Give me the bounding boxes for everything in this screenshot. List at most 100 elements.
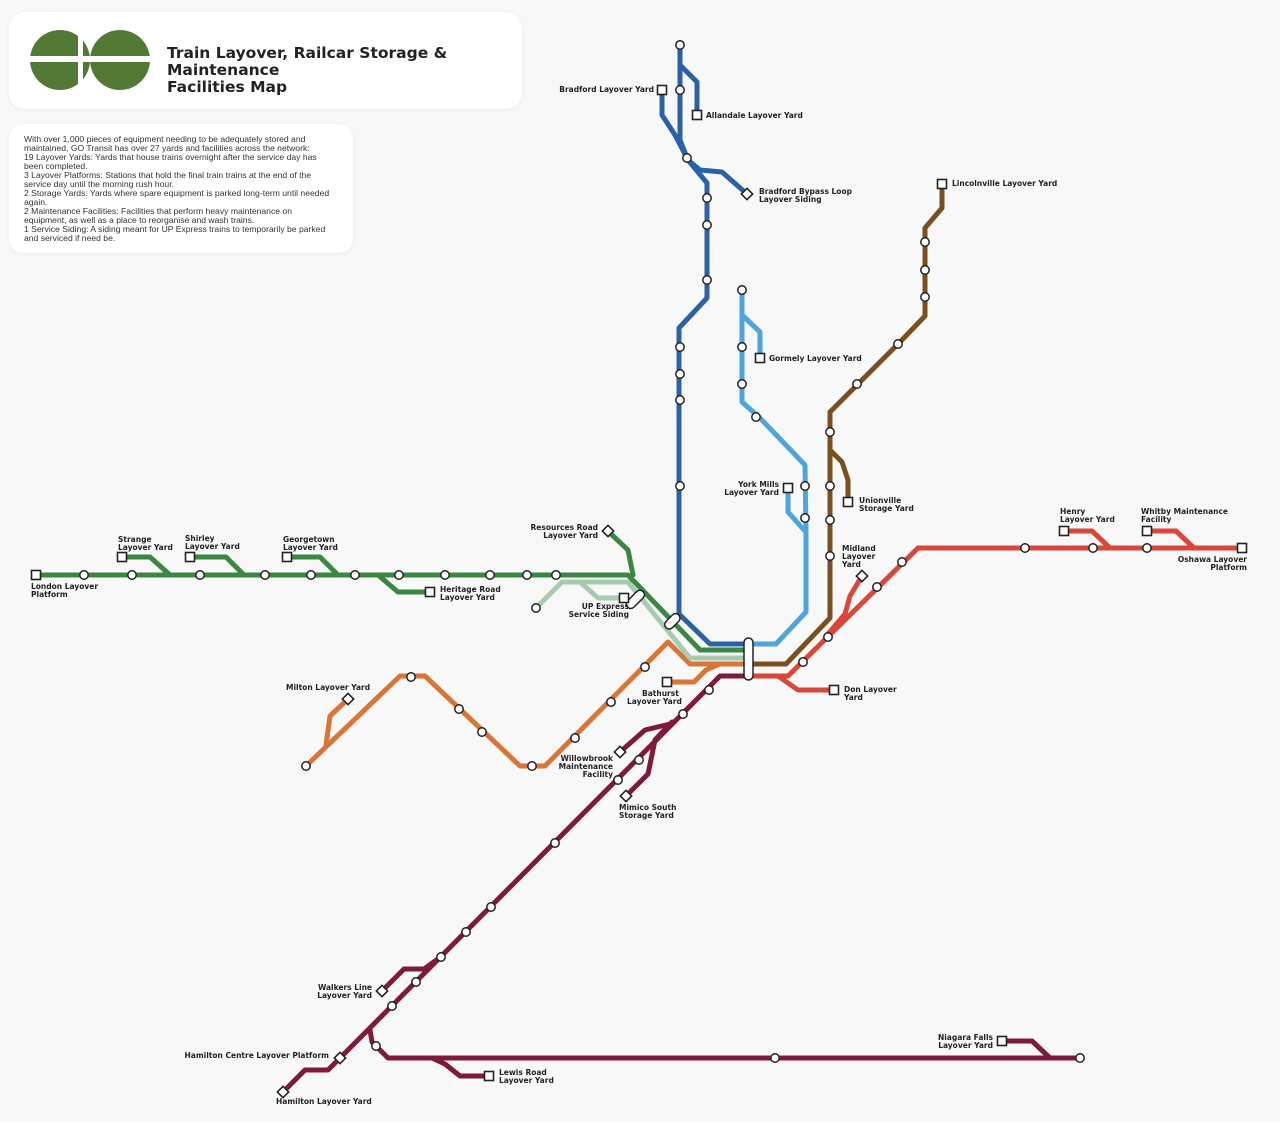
yard-marker[interactable]: [842, 496, 854, 508]
kitchener-barrie-interchange[interactable]: [663, 612, 682, 631]
yard-marker[interactable]: [1236, 542, 1248, 554]
station-stop[interactable]: [436, 952, 446, 962]
station-stop[interactable]: [606, 697, 616, 707]
label-hamilton-centre-layover-platform[interactable]: Hamilton Centre Layover Platform: [184, 1051, 329, 1060]
station-stop[interactable]: [893, 339, 903, 349]
label-whitby-maintenance-facility[interactable]: Whitby Maintenance Facility: [1141, 508, 1228, 524]
label-mimico-south-storage-yard[interactable]: Mimico South Storage Yard: [619, 804, 676, 820]
yard-marker[interactable]: [996, 1035, 1008, 1047]
label-unionville-storage-yard[interactable]: Unionville Storage Yard: [859, 497, 914, 513]
station-stop[interactable]: [387, 1001, 397, 1011]
label-georgetown-layover-yard[interactable]: Georgetown Layover Yard: [283, 536, 338, 552]
station-stop[interactable]: [550, 838, 560, 848]
station-stop[interactable]: [825, 515, 835, 525]
station-stop[interactable]: [486, 902, 496, 912]
station-stop[interactable]: [737, 285, 747, 295]
label-up-express-service-siding[interactable]: UP Express Service Siding: [569, 603, 629, 619]
label-milton-layover-yard[interactable]: Milton Layover Yard: [286, 683, 371, 692]
facility-marker[interactable]: [855, 569, 869, 583]
station-stop[interactable]: [800, 513, 810, 523]
facility-marker[interactable]: [619, 789, 633, 803]
station-stop[interactable]: [702, 193, 712, 203]
yard-marker[interactable]: [782, 482, 794, 494]
facility-marker[interactable]: [613, 745, 627, 759]
station-stop[interactable]: [770, 1053, 780, 1063]
station-stop[interactable]: [127, 570, 137, 580]
station-stop[interactable]: [702, 275, 712, 285]
station-stop[interactable]: [551, 570, 561, 580]
label-resources-road-layover-yard[interactable]: Resources Road Layover Yard: [531, 524, 598, 540]
yard-marker[interactable]: [281, 551, 293, 563]
yard-marker[interactable]: [1141, 525, 1153, 537]
yard-marker[interactable]: [936, 178, 948, 190]
label-oshawa-layover-platform[interactable]: Oshawa Layover Platform: [1178, 556, 1247, 572]
yard-marker[interactable]: [116, 551, 128, 563]
station-stop[interactable]: [613, 775, 623, 785]
station-stop[interactable]: [195, 570, 205, 580]
station-stop[interactable]: [682, 153, 692, 163]
station-stop[interactable]: [79, 570, 89, 580]
station-stop[interactable]: [1020, 543, 1030, 553]
station-stop[interactable]: [634, 755, 644, 765]
union-station-interchange[interactable]: [743, 637, 754, 681]
yard-marker[interactable]: [483, 1070, 495, 1082]
label-willowbrook-maintenance-facility[interactable]: Willowbrook Maintenance Facility: [559, 755, 613, 779]
facility-marker[interactable]: [341, 692, 355, 706]
yard-marker[interactable]: [661, 676, 673, 688]
yard-marker[interactable]: [1058, 525, 1070, 537]
label-lewis-road-layover-yard[interactable]: Lewis Road Layover Yard: [499, 1069, 554, 1085]
station-stop[interactable]: [675, 369, 685, 379]
station-stop[interactable]: [920, 265, 930, 275]
station-stop[interactable]: [406, 672, 416, 682]
label-bradford-layover-yard[interactable]: Bradford Layover Yard: [559, 85, 654, 94]
station-stop[interactable]: [920, 237, 930, 247]
yard-marker[interactable]: [424, 586, 436, 598]
station-stop[interactable]: [1075, 1053, 1085, 1063]
label-henry-layover-yard[interactable]: Henry Layover Yard: [1060, 508, 1115, 524]
yard-marker[interactable]: [618, 592, 630, 604]
facility-marker[interactable]: [333, 1051, 347, 1065]
station-stop[interactable]: [702, 220, 712, 230]
facility-marker[interactable]: [740, 187, 754, 201]
station-stop[interactable]: [522, 570, 532, 580]
label-heritage-road-layover-yard[interactable]: Heritage Road Layover Yard: [440, 586, 501, 602]
label-london-layover-platform[interactable]: London Layover Platform: [31, 583, 98, 599]
label-gormely-layover-yard[interactable]: Gormely Layover Yard: [769, 354, 862, 363]
station-stop[interactable]: [570, 733, 580, 743]
yard-marker[interactable]: [691, 109, 703, 121]
station-stop[interactable]: [477, 727, 487, 737]
label-bathurst-layover-yard[interactable]: Bathurst Layover Yard: [627, 690, 682, 706]
facility-marker[interactable]: [601, 524, 615, 538]
station-stop[interactable]: [737, 379, 747, 389]
label-don-layover-yard[interactable]: Don Layover Yard: [844, 686, 897, 702]
station-stop[interactable]: [737, 342, 747, 352]
station-stop[interactable]: [825, 427, 835, 437]
station-stop[interactable]: [306, 570, 316, 580]
bloor-interchange[interactable]: [624, 588, 646, 610]
yard-marker[interactable]: [184, 551, 196, 563]
station-stop[interactable]: [872, 582, 882, 592]
station-stop[interactable]: [798, 657, 808, 667]
station-stop[interactable]: [485, 570, 495, 580]
label-lincolnville-layover-yard[interactable]: Lincolnville Layover Yard: [952, 179, 1058, 188]
station-stop[interactable]: [675, 342, 685, 352]
station-stop[interactable]: [301, 761, 311, 771]
station-stop[interactable]: [461, 927, 471, 937]
label-niagara-falls-layover-yard[interactable]: Niagara Falls Layover Yard: [938, 1034, 993, 1050]
label-midland-layover-yard[interactable]: Midland Layover Yard: [842, 545, 876, 569]
yard-marker[interactable]: [828, 684, 840, 696]
station-stop[interactable]: [527, 761, 537, 771]
station-stop[interactable]: [825, 481, 835, 491]
label-walkers-line-layover-yard[interactable]: Walkers Line Layover Yard: [317, 984, 372, 1000]
station-stop[interactable]: [675, 85, 685, 95]
station-stop[interactable]: [440, 570, 450, 580]
station-stop[interactable]: [852, 379, 862, 389]
label-york-mills-layover-yard[interactable]: York Mills Layover Yard: [724, 481, 779, 497]
station-stop[interactable]: [454, 704, 464, 714]
facility-marker[interactable]: [276, 1085, 290, 1099]
station-stop[interactable]: [411, 977, 421, 987]
label-bradford-bypass[interactable]: Bradford Bypass Loop Layover Siding: [759, 188, 852, 204]
label-shirley-layover-yard[interactable]: Shirley Layover Yard: [185, 535, 240, 551]
station-stop[interactable]: [823, 632, 833, 642]
station-stop[interactable]: [897, 557, 907, 567]
